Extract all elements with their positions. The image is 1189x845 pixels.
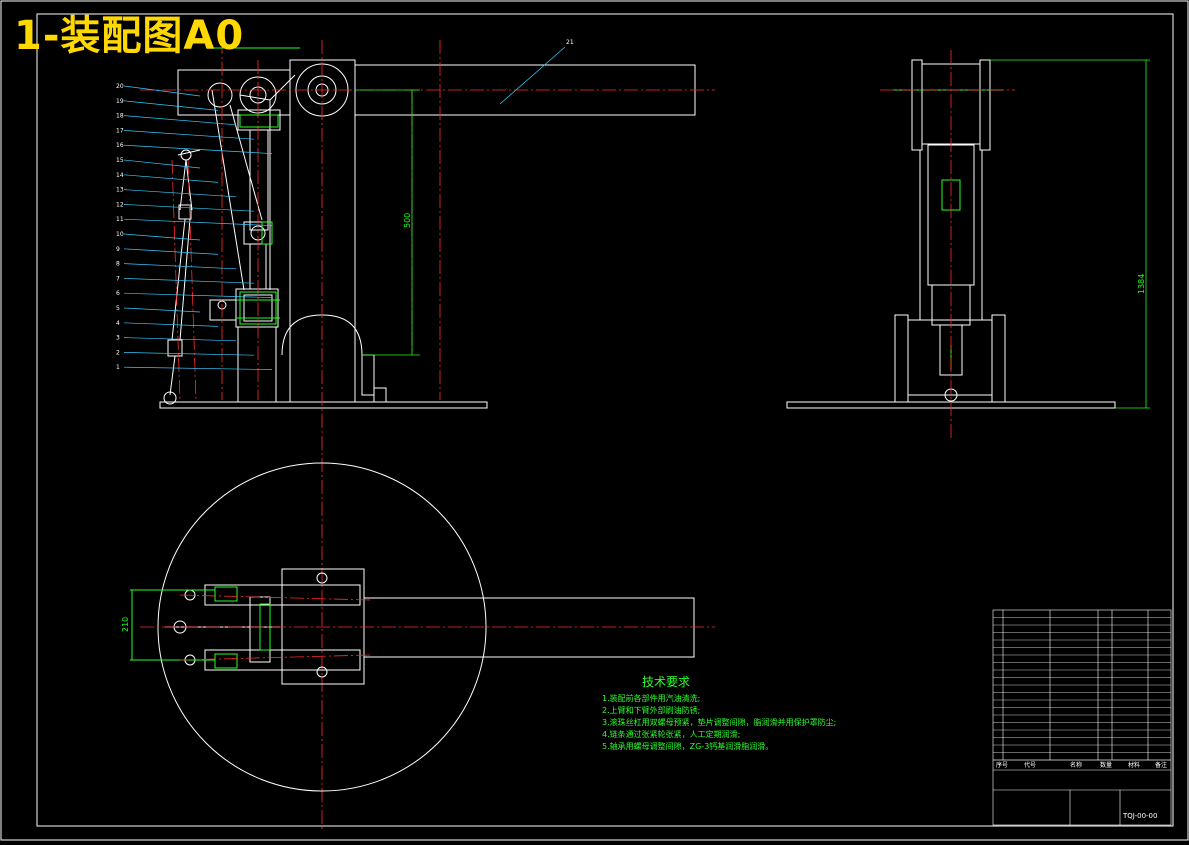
side-fasteners — [893, 89, 1003, 370]
balloon-label-18: 18 — [116, 113, 124, 120]
balloon-leaders — [123, 46, 566, 370]
balloon-leader-14 — [123, 174, 219, 183]
top-fasteners — [130, 586, 271, 669]
title-block-header: 数量 — [1100, 761, 1112, 769]
balloon-label-17: 17 — [116, 127, 124, 134]
balloon-leader-8 — [123, 263, 237, 270]
dimension-1384 — [990, 59, 1150, 409]
tech-requirements: 技术要求 1.装配前各部件用汽油清洗; 2.上臂和下臂外部刷油防锈; 3.滚珠丝… — [602, 673, 836, 753]
balloon-label-12: 12 — [116, 201, 124, 208]
balloon-label-1: 1 — [116, 364, 120, 371]
balloon-label-13: 13 — [116, 187, 124, 194]
dimension-500-text: 500 — [403, 213, 412, 228]
drawing-title-overlay: 1-装配图A0 — [14, 13, 245, 59]
balloon-label-2: 2 — [116, 349, 120, 356]
balloon-label-21: 21 — [566, 39, 574, 46]
front-view — [159, 59, 696, 409]
balloon-label-9: 9 — [116, 246, 120, 253]
balloon-leader-20 — [123, 85, 201, 97]
balloon-label-16: 16 — [116, 142, 124, 149]
balloon-label-5: 5 — [116, 305, 120, 312]
balloon-label-4: 4 — [116, 320, 120, 327]
balloon-label-15: 15 — [116, 157, 124, 164]
top-centerlines — [140, 594, 715, 661]
balloon-leader-1 — [123, 366, 273, 370]
balloon-leader-16 — [123, 144, 273, 154]
top-view — [157, 462, 695, 792]
inner-border — [36, 13, 1174, 827]
balloon-leader-21 — [499, 46, 566, 105]
balloon-leader-6 — [123, 292, 273, 298]
balloon-label-6: 6 — [116, 290, 120, 297]
balloon-leader-4 — [123, 322, 219, 327]
title-block-header: 名称 — [1070, 761, 1082, 769]
dimension-1384-text: 1384 — [1137, 274, 1146, 294]
tech-requirement-line-1: 1.装配前各部件用汽油清洗; — [602, 694, 701, 703]
balloon-leader-9 — [123, 248, 219, 255]
parts-list — [992, 609, 1172, 826]
title-block-header: 备注 — [1155, 761, 1167, 769]
balloon-label-3: 3 — [116, 335, 120, 342]
tech-requirement-line-2: 2.上臂和下臂外部刷油防锈; — [602, 706, 701, 715]
title-block-header: 序号 — [996, 761, 1008, 769]
balloon-leader-13 — [123, 189, 237, 198]
balloon-leader-3 — [123, 337, 237, 342]
balloon-label-8: 8 — [116, 261, 120, 268]
balloon-leader-12 — [123, 204, 255, 212]
balloon-leader-7 — [123, 278, 255, 284]
tech-requirement-line-4: 4.链条通过张紧轮张紧，人工定期润滑; — [602, 730, 741, 739]
balloon-leader-19 — [123, 100, 219, 111]
balloon-leader-15 — [123, 159, 201, 169]
tech-requirement-line-5: 5.轴承用螺母调整间隙，ZG-3钙基润滑脂润滑。 — [602, 742, 774, 751]
dimension-500 — [355, 89, 420, 356]
tech-requirements-title: 技术要求 — [642, 675, 691, 689]
balloon-label-20: 20 — [116, 83, 124, 90]
dimension-210-text: 210 — [121, 617, 130, 632]
balloon-label-19: 19 — [116, 98, 124, 105]
title-block-header: 代号 — [1024, 761, 1036, 769]
balloon-leader-17 — [123, 130, 255, 140]
front-fasteners — [210, 47, 300, 325]
parts-list-rows — [993, 617, 1171, 761]
balloon-label-11: 11 — [116, 216, 124, 223]
title-block-header: 材料 — [1128, 761, 1140, 769]
side-centerlines — [880, 50, 1015, 440]
balloon-leader-5 — [123, 307, 201, 313]
balloon-leader-11 — [123, 218, 273, 226]
balloon-label-7: 7 — [116, 275, 120, 282]
title-block-headers: 序号 代号 名称 数量 材料 备注 — [996, 761, 1167, 769]
balloon-leader-10 — [123, 233, 201, 241]
balloon-leader-18 — [123, 115, 237, 126]
tech-requirement-line-3: 3.滚珠丝杠用双螺母预紧，垫片调整间隙，脂润滑并用保护罩防尘; — [602, 718, 837, 727]
balloon-label-14: 14 — [116, 172, 124, 179]
balloon-leader-2 — [123, 352, 255, 356]
drawing-number: TQJ-00-00 — [1122, 812, 1157, 820]
balloon-label-10: 10 — [116, 231, 124, 238]
